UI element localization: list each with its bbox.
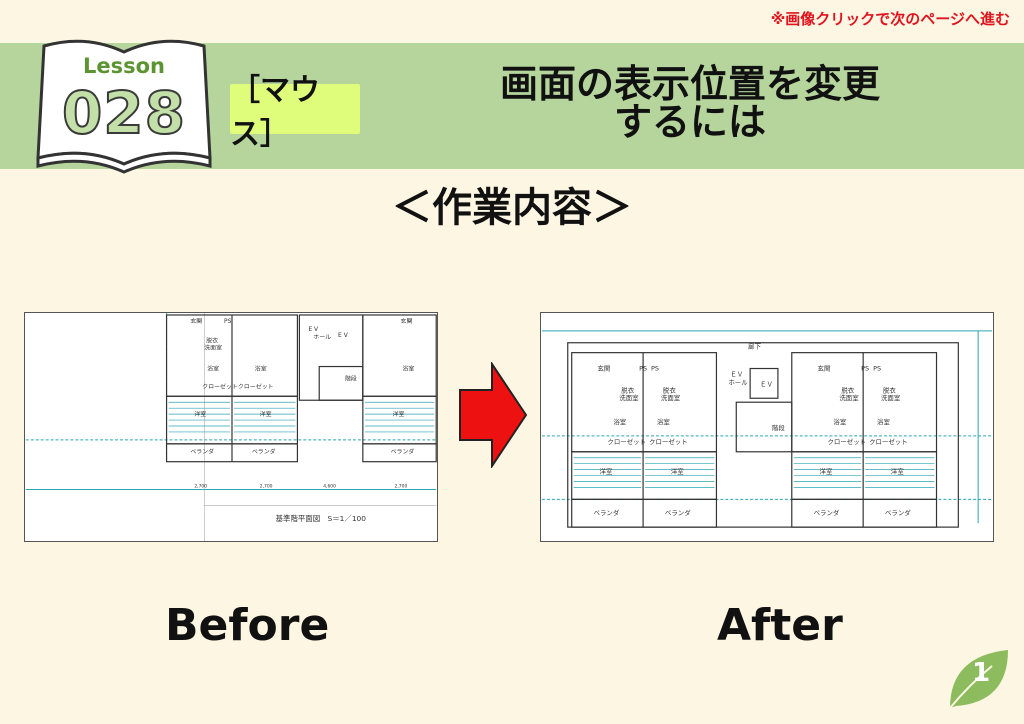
svg-text:洗面室: 洗面室 [881, 393, 901, 402]
page-title-line-1: 画面の表示位置を変更 [499, 62, 880, 106]
svg-text:洋室: 洋室 [891, 467, 904, 476]
svg-text:脱衣: 脱衣 [621, 385, 634, 394]
svg-text:玄関: 玄関 [597, 363, 610, 372]
svg-text:PS: PS [861, 364, 869, 372]
svg-text:PS: PS [651, 364, 659, 372]
page-title-line-2: するには [613, 100, 766, 144]
svg-text:洋室: 洋室 [194, 410, 206, 418]
svg-text:脱衣: 脱衣 [841, 385, 854, 394]
svg-text:2,700: 2,700 [194, 483, 207, 489]
svg-text:クローゼット: クローゼット [869, 437, 908, 446]
svg-text:洋室: 洋室 [393, 410, 405, 418]
svg-text:洋室: 洋室 [671, 467, 684, 476]
svg-text:ＥＶ: ＥＶ [730, 370, 743, 378]
svg-text:ベランダ: ベランダ [885, 508, 911, 517]
svg-text:洋室: 洋室 [260, 410, 272, 418]
tool-tag: ［マウス］ [230, 73, 360, 152]
svg-text:ベランダ: ベランダ [665, 508, 691, 517]
svg-text:洗面室: 洗面室 [204, 344, 222, 352]
svg-text:ベランダ: ベランダ [252, 448, 276, 456]
leaf-icon [949, 650, 1008, 709]
svg-text:浴室: 浴室 [402, 364, 414, 372]
svg-text:クローゼット: クローゼット [202, 382, 238, 390]
page-number: 1 [971, 658, 991, 688]
svg-text:浴室: 浴室 [207, 364, 219, 372]
svg-text:洗面室: 洗面室 [619, 393, 639, 402]
svg-text:クローゼット: クローゼット [607, 437, 646, 446]
right-arrow-icon [459, 362, 528, 468]
svg-text:洗面室: 洗面室 [661, 393, 681, 402]
svg-text:E V: E V [338, 332, 349, 339]
svg-text:浴室: 浴室 [833, 417, 846, 426]
svg-text:玄関: 玄関 [401, 317, 413, 325]
svg-text:洗面室: 洗面室 [839, 393, 859, 402]
svg-text:2,700: 2,700 [395, 483, 408, 489]
svg-text:階段: 階段 [772, 423, 785, 432]
svg-text:PS: PS [224, 318, 232, 325]
svg-text:PS: PS [873, 364, 881, 372]
svg-text:クローゼット: クローゼット [827, 437, 866, 446]
open-book-icon [36, 39, 212, 174]
plan-title: 基準階平面図 S＝1／100 [276, 513, 367, 523]
svg-text:玄関: 玄関 [818, 363, 831, 372]
section-heading: ＜作業内容＞ [392, 185, 632, 231]
svg-text:脱衣: 脱衣 [883, 385, 896, 394]
svg-text:ＥＶ: ＥＶ [760, 380, 773, 388]
svg-text:ベランダ: ベランダ [814, 508, 840, 517]
svg-text:クローゼット: クローゼット [649, 437, 688, 446]
before-caption: Before [165, 600, 330, 651]
svg-text:玄関: 玄関 [190, 317, 202, 325]
svg-text:浴室: 浴室 [255, 364, 267, 372]
svg-text:階段: 階段 [345, 374, 357, 382]
svg-text:浴室: 浴室 [613, 417, 626, 426]
svg-text:浴室: 浴室 [877, 417, 890, 426]
svg-text:ベランダ: ベランダ [391, 448, 415, 456]
svg-text:廊下: 廊下 [748, 342, 761, 351]
next-page-link[interactable]: ※画像クリックで次のページへ進む [770, 10, 1010, 28]
after-caption: After [717, 600, 843, 651]
svg-text:洋室: 洋室 [820, 467, 833, 476]
svg-text:脱衣: 脱衣 [663, 385, 676, 394]
svg-text:クローゼット: クローゼット [238, 382, 274, 390]
svg-text:E V: E V [308, 326, 319, 333]
svg-text:ベランダ: ベランダ [190, 448, 214, 456]
svg-text:洋室: 洋室 [599, 467, 612, 476]
svg-text:ホール: ホール [313, 334, 331, 341]
svg-text:2,700: 2,700 [260, 483, 273, 489]
svg-text:浴室: 浴室 [657, 417, 670, 426]
svg-text:4,600: 4,600 [323, 483, 336, 489]
svg-text:脱衣: 脱衣 [206, 337, 218, 345]
svg-text:ホール: ホール [728, 378, 748, 386]
svg-text:ベランダ: ベランダ [594, 508, 620, 517]
lesson-number: 028 [61, 78, 187, 148]
svg-text:PS: PS [639, 364, 647, 372]
lesson-label: Lesson [82, 54, 165, 78]
